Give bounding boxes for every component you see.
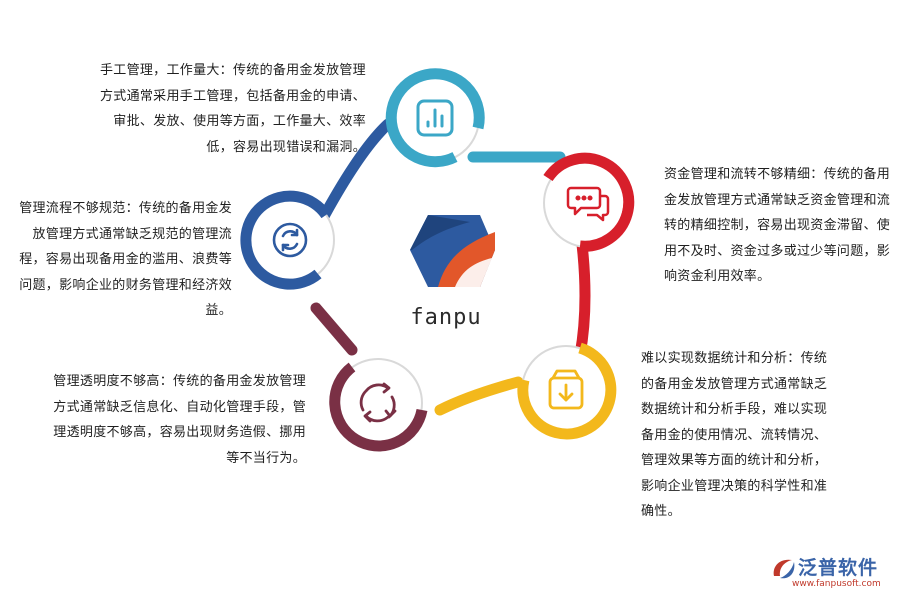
download-box-icon — [548, 369, 584, 410]
workload-description: 手工管理，工作量大：传统的备用金发放管理方式通常采用手工管理，包括备用金的申请、… — [99, 63, 366, 155]
node-process — [240, 190, 335, 290]
bar-chart-icon — [416, 99, 454, 137]
connector-blue-to-teal — [316, 118, 394, 226]
node-capital — [543, 152, 635, 252]
connector-maroon-to-blue — [310, 302, 358, 356]
node-workload — [385, 68, 485, 168]
chat-icon — [566, 186, 610, 222]
capital-description: 资金管理和流转不够精细：传统的备用金发放管理方式通常缺乏资金管理和流转的精细控制… — [664, 167, 891, 284]
brand-logo-icon — [773, 559, 795, 579]
brand-url: www.fanpusoft.com — [792, 579, 881, 589]
node-statistics — [517, 342, 617, 440]
node-transparency — [329, 358, 428, 452]
statistics-description: 难以实现数据统计和分析：传统的备用金发放管理方式通常缺乏数据统计和分析手段，难以… — [641, 351, 828, 519]
transparency-description: 管理透明度不够高：传统的备用金发放管理方式通常缺乏信息化、自动化管理手段，管理透… — [53, 374, 306, 466]
center-logo-text: fanpu — [410, 305, 482, 330]
brand-name: 泛普软件 — [798, 557, 879, 579]
process-description: 管理流程不够规范：传统的备用金发放管理方式通常缺乏规范的管理流程，容易出现备用金… — [19, 201, 232, 318]
cycle-arrows-icon — [359, 382, 397, 423]
connector-yellow-to-maroon — [434, 376, 524, 416]
center-logo-mark — [410, 215, 495, 287]
brand-watermark: 泛普软件 www.fanpusoft.com — [770, 552, 895, 596]
refresh-icon — [272, 222, 308, 258]
